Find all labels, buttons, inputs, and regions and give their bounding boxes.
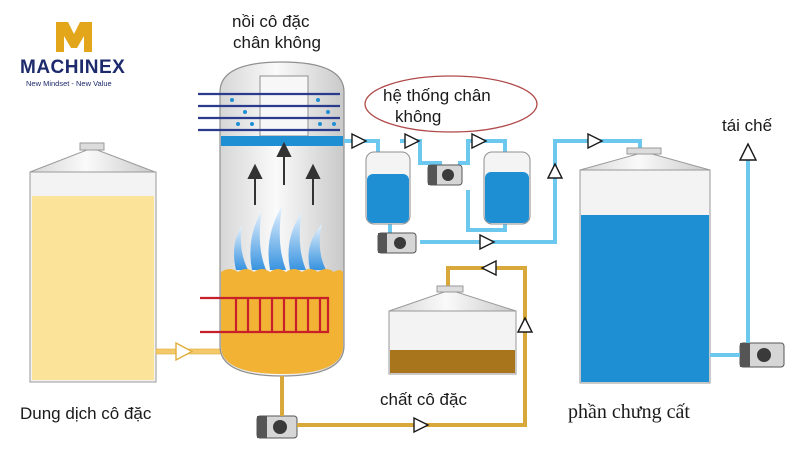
pump-icon bbox=[739, 342, 785, 368]
flow-arrows-blue bbox=[351, 132, 604, 251]
vacuum-system-label-line2: không bbox=[395, 107, 442, 126]
recycle-pipe bbox=[710, 160, 750, 357]
concentrate-label: chất cô đặc bbox=[380, 390, 467, 409]
feed-pipe bbox=[155, 341, 223, 362]
vacuum-evaporator bbox=[198, 61, 345, 377]
pump-icon bbox=[256, 415, 298, 439]
recycle-arrow-icon bbox=[738, 142, 758, 161]
vacuum-system-ellipse bbox=[364, 75, 538, 133]
recycle-label: tái chế bbox=[722, 116, 773, 135]
brand-name: MACHINEX bbox=[20, 57, 126, 78]
feed-solution-label: Dung dịch cô đặc bbox=[20, 404, 152, 423]
distillate-tank bbox=[579, 147, 711, 384]
cooling-coil bbox=[198, 92, 340, 132]
heating-coil bbox=[200, 296, 330, 334]
evaporator-label-line2: chân không bbox=[233, 33, 321, 52]
distillate-label: phần chưng cất bbox=[568, 401, 690, 423]
pump-icon bbox=[377, 232, 417, 254]
feed-tank bbox=[29, 142, 157, 383]
flow-arrows-gold bbox=[413, 259, 534, 434]
boiling-steam bbox=[234, 206, 326, 270]
pump-icon bbox=[427, 164, 463, 186]
vacuum-vessel-1 bbox=[365, 151, 411, 225]
brand-tagline: New Mindset - New Value bbox=[26, 79, 112, 88]
concentrate-tank bbox=[388, 285, 517, 375]
concentrate-pipe bbox=[280, 266, 527, 427]
vapor-arrows bbox=[247, 141, 321, 205]
evaporator-label-line1: nồi cô đặc bbox=[232, 12, 310, 31]
condensate-droplets bbox=[230, 98, 336, 126]
vacuum-system-label-line1: hệ thống chân bbox=[383, 86, 491, 105]
machinex-logo-icon bbox=[56, 22, 92, 52]
vacuum-vessel-2 bbox=[483, 151, 531, 225]
